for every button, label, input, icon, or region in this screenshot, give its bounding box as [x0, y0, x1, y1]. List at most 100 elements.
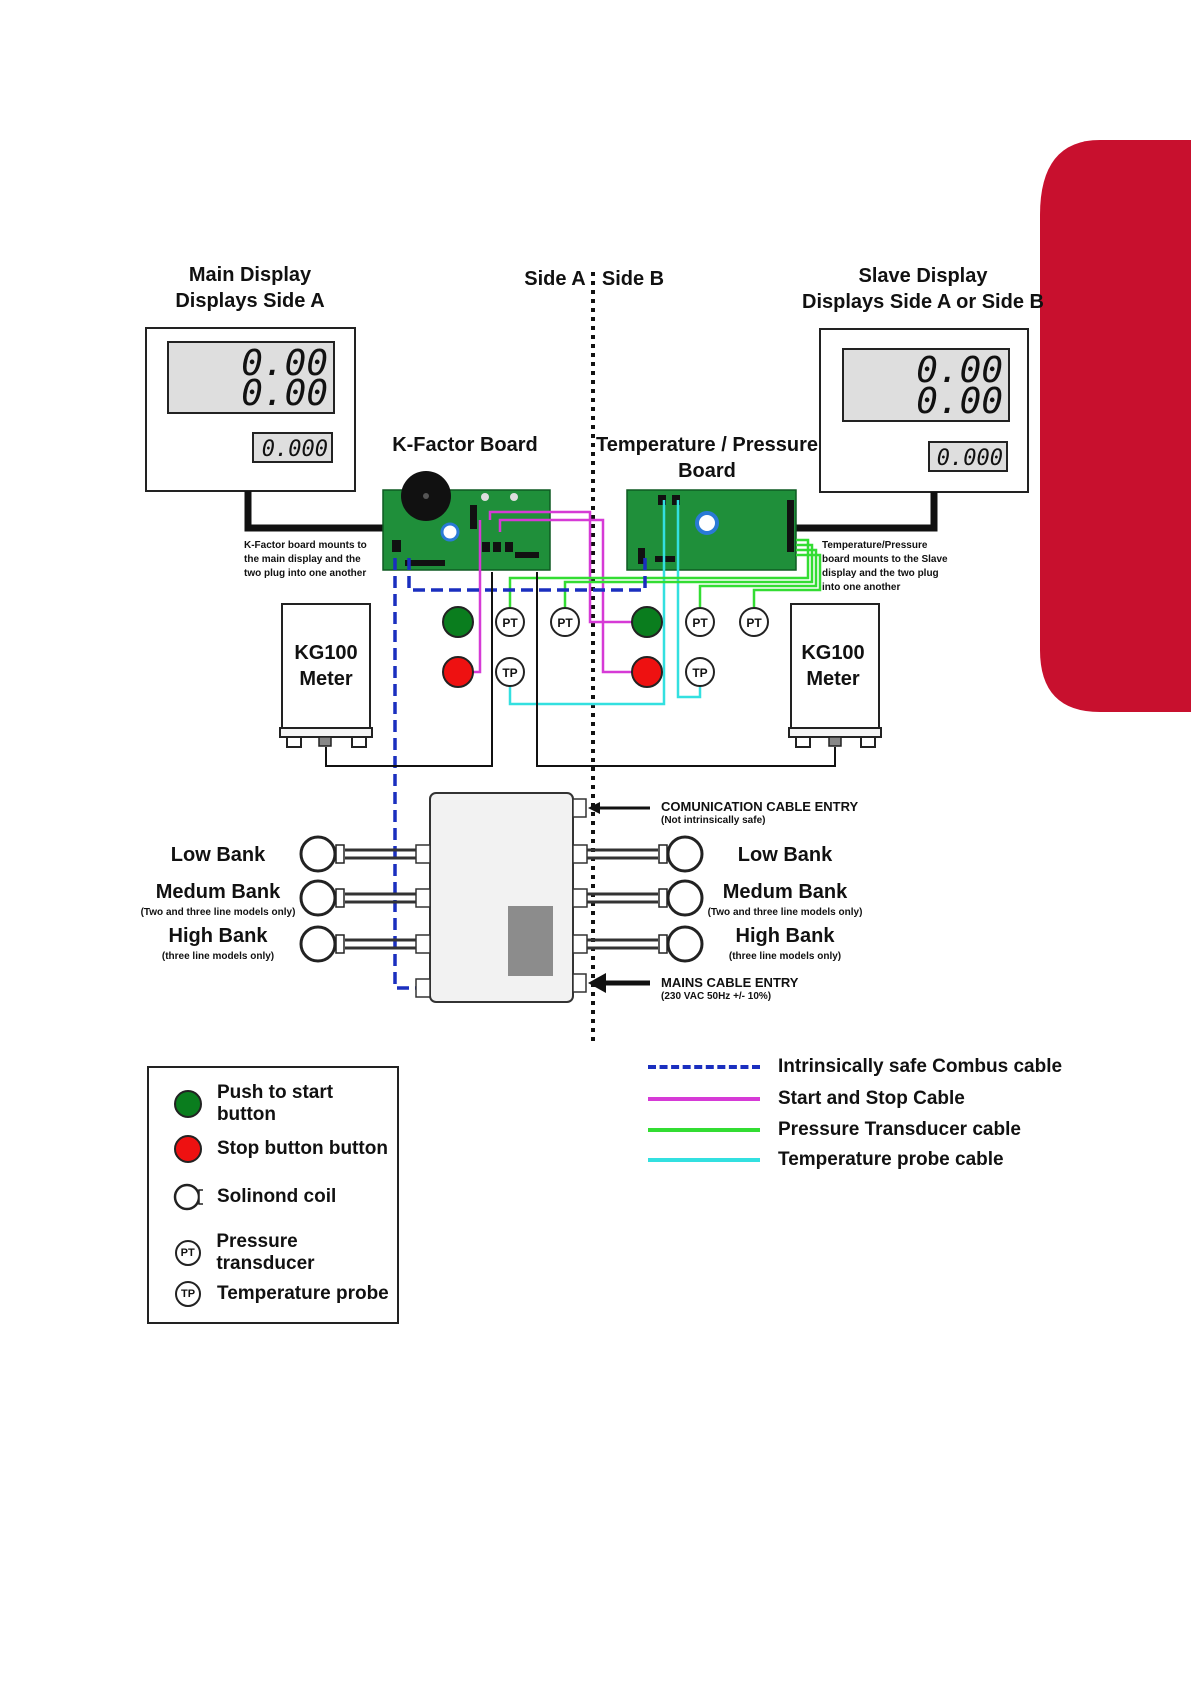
comms-gland [572, 798, 587, 818]
kfactor-status-led [440, 522, 460, 542]
kg100-meter-right-line1: KG100 [801, 642, 864, 664]
temperature-cable-side-a [508, 500, 666, 706]
tp-board-title-line2: Board [678, 460, 736, 482]
pt-label: PT [746, 616, 762, 630]
cable-legend-start-stop-label: Start and Stop Cable [778, 1088, 965, 1109]
mains-entry-arrowhead [588, 973, 606, 993]
slave-display-small-screen [928, 441, 1008, 472]
solenoid-coil-a-medium [299, 879, 416, 917]
cable-legend-pressure-label: Pressure Transducer cable [778, 1119, 1021, 1140]
main-display-line1: 0.00 [241, 343, 328, 384]
legend-row-push: Push to start button [173, 1082, 397, 1126]
legend-push-label: Push to start button [216, 1082, 334, 1125]
slave-display-mount-line [795, 492, 938, 532]
legend-coil-label: Solinond coil [217, 1186, 337, 1207]
comms-entry-note: (Not intrinsically safe) [661, 815, 765, 826]
slave-display-small-value: 0.000 [937, 446, 1003, 471]
pressure-cable-3 [698, 548, 818, 607]
start-stop-swatch [648, 1097, 760, 1101]
legend-row-pt: PT Pressure transducer [173, 1231, 397, 1275]
gland-a-high [415, 934, 431, 954]
slave-display-subtitle: Displays Side A or Side B [802, 291, 1044, 313]
cable-legend-start-stop: Start and Stop Cable [648, 1088, 965, 1110]
kg100-meter-left-line2: Meter [299, 668, 353, 690]
solenoid-coil-icon [173, 1182, 203, 1212]
temperature-probe-side-a: TP [495, 657, 525, 687]
slave-display-title: Slave Display [859, 265, 989, 287]
bank-b-medium-label: Medum Bank [723, 881, 848, 903]
main-display-small-value: 0.000 [262, 437, 328, 462]
main-display-mount-line [244, 491, 384, 532]
slave-display-screen [842, 348, 1010, 422]
tp-label: TP [692, 666, 707, 680]
solenoid-coil-b-low [587, 835, 704, 873]
pressure-transducer-side-b-1: PT [685, 607, 715, 637]
legend-tp-label: Temperature probe [217, 1283, 389, 1304]
slave-display-line1: 0.00 [916, 350, 1003, 391]
pressure-transducer-side-b-2: PT [739, 607, 769, 637]
kfactor-note-line1: K-Factor board mounts to [244, 540, 367, 551]
tp-note-line1: Temperature/Pressure [822, 540, 928, 551]
bank-b-medium-note: (Two and three line models only) [708, 907, 863, 918]
stop-button-side-a [442, 656, 474, 688]
kg100-meter-left: KG100 Meter [279, 603, 373, 748]
comms-entry-arrowhead [588, 802, 600, 814]
junction-label-plate [508, 906, 553, 976]
tp-board [626, 489, 797, 571]
tp-label: TP [502, 666, 517, 680]
pressure-swatch [648, 1128, 760, 1132]
solenoid-coil-a-high [299, 925, 416, 963]
temperature-probe-side-b: TP [685, 657, 715, 687]
side-a-label: Side A [524, 268, 586, 290]
pt-label: PT [557, 616, 573, 630]
pressure-cable-4 [752, 553, 822, 607]
bank-a-medium-label: Medum Bank [156, 881, 281, 903]
cable-legend-temperature-label: Temperature probe cable [778, 1149, 1004, 1170]
legend-row-stop: Stop button button [173, 1134, 388, 1164]
cable-legend-pressure: Pressure Transducer cable [648, 1119, 1021, 1141]
gland-b-medium [572, 888, 588, 908]
legend-row-coil: Solinond coil [173, 1182, 336, 1212]
legend-row-tp: TP Temperature probe [173, 1279, 389, 1309]
gland-b-low [572, 844, 588, 864]
tp-board-status-led [695, 511, 719, 535]
slave-display: 0.00 0.00 0.000 [819, 328, 1029, 493]
main-display-subtitle: Displays Side A [175, 290, 324, 312]
main-display-small-screen [252, 432, 333, 463]
kfactor-board [382, 471, 551, 571]
solenoid-coil-b-high [587, 925, 704, 963]
mains-entry-note: (230 VAC 50Hz +/- 10%) [661, 991, 771, 1002]
legend-pt-label: Pressure transducer [216, 1231, 315, 1274]
kg100-meter-left-line1: KG100 [294, 642, 357, 664]
solenoid-coil-b-medium [587, 879, 704, 917]
temperature-swatch [648, 1158, 760, 1162]
cable-legend-temperature: Temperature probe cable [648, 1149, 1004, 1171]
meter-left-cable [325, 572, 493, 767]
mains-gland [572, 973, 587, 993]
tp-note-line2: board mounts to the Slave [822, 554, 948, 565]
push-start-button-side-b [631, 606, 663, 638]
pressure-transducer-side-a-2: PT [550, 607, 580, 637]
pressure-cable-1 [508, 538, 810, 607]
tp-board-title-line1: Temperature / Pressure [596, 434, 818, 456]
pressure-transducer-icon: PT [173, 1238, 202, 1268]
combus-cable-to-junction [393, 558, 420, 990]
push-start-button-side-a [442, 606, 474, 638]
bank-a-low-label: Low Bank [171, 844, 266, 866]
kfactor-board-title: K-Factor Board [392, 434, 538, 456]
junction-box [415, 792, 588, 1003]
kg100-meter-right-line2: Meter [806, 668, 860, 690]
main-display-line2: 0.00 [241, 373, 328, 414]
bank-a-medium-note: (Two and three line models only) [141, 907, 296, 918]
legend-stop-label: Stop button button [217, 1138, 388, 1159]
bank-a-high-label: High Bank [169, 925, 269, 947]
symbol-legend: Push to start button Stop button button … [147, 1066, 399, 1324]
start-stop-cable-side-b [498, 518, 632, 674]
main-display-title: Main Display [189, 264, 312, 286]
cable-legend-combus-label: Intrinsically safe Combus cable [778, 1056, 1063, 1077]
gland-b-high [572, 934, 588, 954]
bank-b-high-note: (three line models only) [729, 951, 841, 962]
meter-right-cable [536, 572, 836, 767]
